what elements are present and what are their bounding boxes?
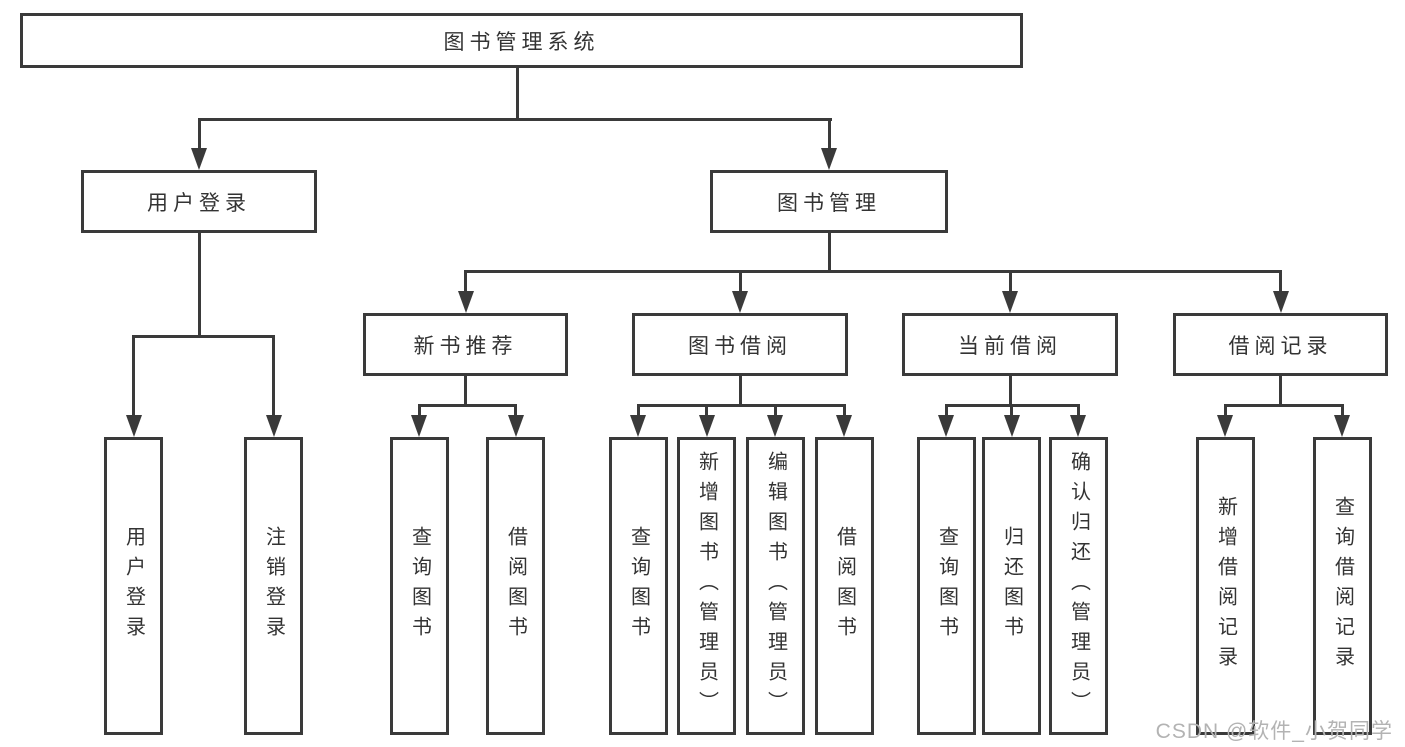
node-leaf-query-books-current: 查询图书 [917, 437, 976, 735]
connector-vline [828, 233, 831, 272]
connector-vline [1077, 404, 1080, 417]
node-leaf-borrow-books: 借阅图书 [815, 437, 874, 735]
node-label: 借阅记录 [1228, 334, 1333, 358]
arrowhead-down-icon [411, 415, 427, 437]
node-label: 新增借阅记录 [1214, 496, 1237, 676]
node-leaf-return-books: 归还图书 [982, 437, 1041, 735]
arrowhead-down-icon [1070, 415, 1086, 437]
node-leaf-user-login: 用户登录 [104, 437, 163, 735]
node-label: 查询借阅记录 [1331, 496, 1354, 676]
node-label: 用户登录 [147, 191, 251, 215]
arrowhead-down-icon [767, 415, 783, 437]
connector-vline [198, 118, 201, 152]
node-leaf-query-books-borrowing: 查询图书 [609, 437, 668, 735]
node-label: 查询图书 [627, 526, 650, 646]
node-label: 图书借阅 [688, 334, 792, 358]
node-leaf-borrow-books-recommendation: 借阅图书 [486, 437, 545, 735]
arrowhead-down-icon [266, 415, 282, 437]
node-book-management-system: 图书管理系统 [20, 13, 1023, 68]
csdn-watermark: CSDN @软件_小贺同学 [1155, 720, 1393, 743]
connector-vline [828, 118, 831, 152]
node-leaf-query-borrow-record: 查询借阅记录 [1313, 437, 1372, 735]
arrowhead-down-icon [630, 415, 646, 437]
node-label: 归还图书 [1000, 526, 1023, 646]
arrowhead-down-icon [126, 415, 142, 437]
node-book-management: 图书管理 [710, 170, 948, 233]
connector-hline [419, 404, 516, 407]
node-book-borrowing: 图书借阅 [632, 313, 848, 376]
node-label: 借阅图书 [833, 526, 856, 646]
connector-vline [1279, 376, 1282, 407]
arrowhead-down-icon [938, 415, 954, 437]
node-current-borrowing: 当前借阅 [902, 313, 1118, 376]
node-leaf-add-borrow-record: 新增借阅记录 [1196, 437, 1255, 735]
arrowhead-down-icon [191, 148, 207, 170]
node-label: 新书推荐 [413, 334, 518, 358]
arrowhead-down-icon [821, 148, 837, 170]
connector-hline [198, 118, 832, 121]
connector-vline [1341, 404, 1344, 417]
node-leaf-query-books-recommendation: 查询图书 [390, 437, 449, 735]
node-borrowing-records: 借阅记录 [1173, 313, 1388, 376]
connector-hline [1225, 404, 1343, 407]
node-user-login: 用户登录 [81, 170, 317, 233]
node-label: 查询图书 [408, 526, 431, 646]
arrowhead-down-icon [836, 415, 852, 437]
arrowhead-down-icon [1217, 415, 1233, 437]
connector-vline [516, 68, 519, 120]
connector-vline [1009, 270, 1012, 294]
node-label: 新增图书（管理员） [695, 451, 718, 721]
connector-vline [464, 270, 467, 294]
arrowhead-down-icon [1273, 291, 1289, 313]
arrowhead-down-icon [1334, 415, 1350, 437]
node-leaf-logout: 注销登录 [244, 437, 303, 735]
node-label: 图书管理系统 [443, 30, 600, 54]
node-label: 注销登录 [262, 526, 285, 646]
arrowhead-down-icon [732, 291, 748, 313]
connector-vline [1010, 404, 1013, 417]
connector-vline [198, 233, 201, 338]
connector-vline [739, 376, 742, 407]
node-label: 查询图书 [935, 526, 958, 646]
connector-vline [1279, 270, 1282, 294]
arrowhead-down-icon [1004, 415, 1020, 437]
connector-vline [132, 335, 135, 417]
connector-vline [637, 404, 640, 417]
arrowhead-down-icon [508, 415, 524, 437]
connector-vline [272, 335, 275, 417]
node-new-book-recommendation: 新书推荐 [363, 313, 568, 376]
connector-vline [418, 404, 421, 417]
arrowhead-down-icon [458, 291, 474, 313]
node-leaf-edit-books-admin: 编辑图书（管理员） [746, 437, 805, 735]
node-label: 图书管理 [777, 191, 881, 215]
connector-vline [1224, 404, 1227, 417]
node-label: 用户登录 [122, 526, 145, 646]
arrowhead-down-icon [1002, 291, 1018, 313]
connector-vline [1009, 376, 1012, 407]
node-leaf-confirm-return-admin: 确认归还（管理员） [1049, 437, 1108, 735]
connector-vline [705, 404, 708, 417]
connector-hline [465, 270, 1281, 273]
connector-vline [514, 404, 517, 417]
connector-vline [774, 404, 777, 417]
connector-vline [843, 404, 846, 417]
node-label: 确认归还（管理员） [1067, 451, 1090, 721]
node-label: 借阅图书 [504, 526, 527, 646]
connector-hline [638, 404, 844, 407]
connector-vline [945, 404, 948, 417]
node-label: 当前借阅 [958, 334, 1062, 358]
node-leaf-add-books-admin: 新增图书（管理员） [677, 437, 736, 735]
node-label: 编辑图书（管理员） [764, 451, 787, 721]
connector-vline [739, 270, 742, 294]
arrowhead-down-icon [699, 415, 715, 437]
connector-vline [464, 376, 467, 407]
connector-hline [132, 335, 275, 338]
